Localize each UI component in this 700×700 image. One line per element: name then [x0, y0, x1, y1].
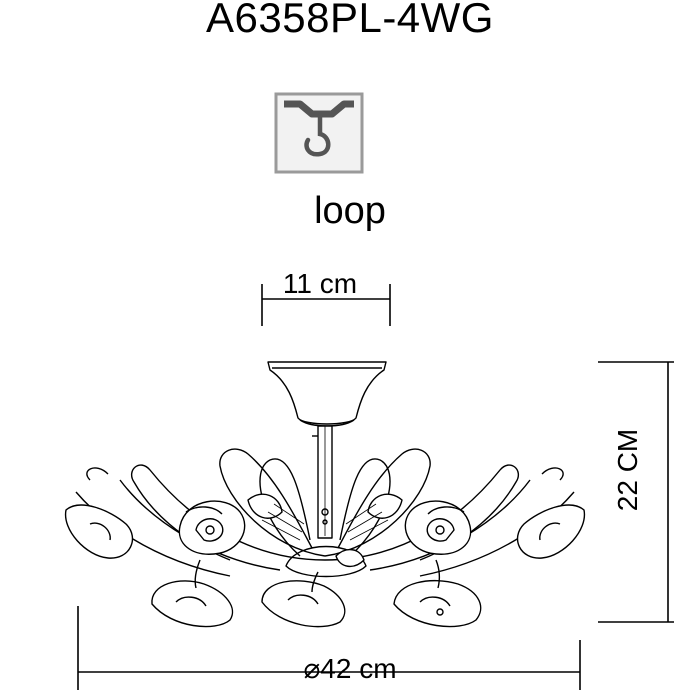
rose-bottom-center [261, 580, 346, 628]
ceiling-canopy [267, 361, 387, 425]
rose-right-side [516, 504, 586, 559]
rose-left-top [178, 500, 246, 555]
canopy-width-dimension [261, 284, 391, 326]
rose-bottom-right [393, 579, 482, 628]
diameter-dimension [77, 606, 581, 690]
height-dimension [598, 361, 674, 623]
model-number: A6358PL-4WG [206, 0, 494, 41]
rose-bottom-left [151, 580, 234, 628]
mount-type-label: loop [314, 190, 386, 232]
height-label: 22 CM [612, 428, 643, 512]
chandelier-drawing [64, 361, 586, 628]
canopy-width-label: 11 cm [282, 268, 358, 299]
rose-right-top [404, 500, 472, 555]
diameter-label: ⌀42 cm [303, 653, 397, 684]
ceiling-hook-icon [274, 92, 364, 174]
rose-left-side [64, 504, 134, 559]
